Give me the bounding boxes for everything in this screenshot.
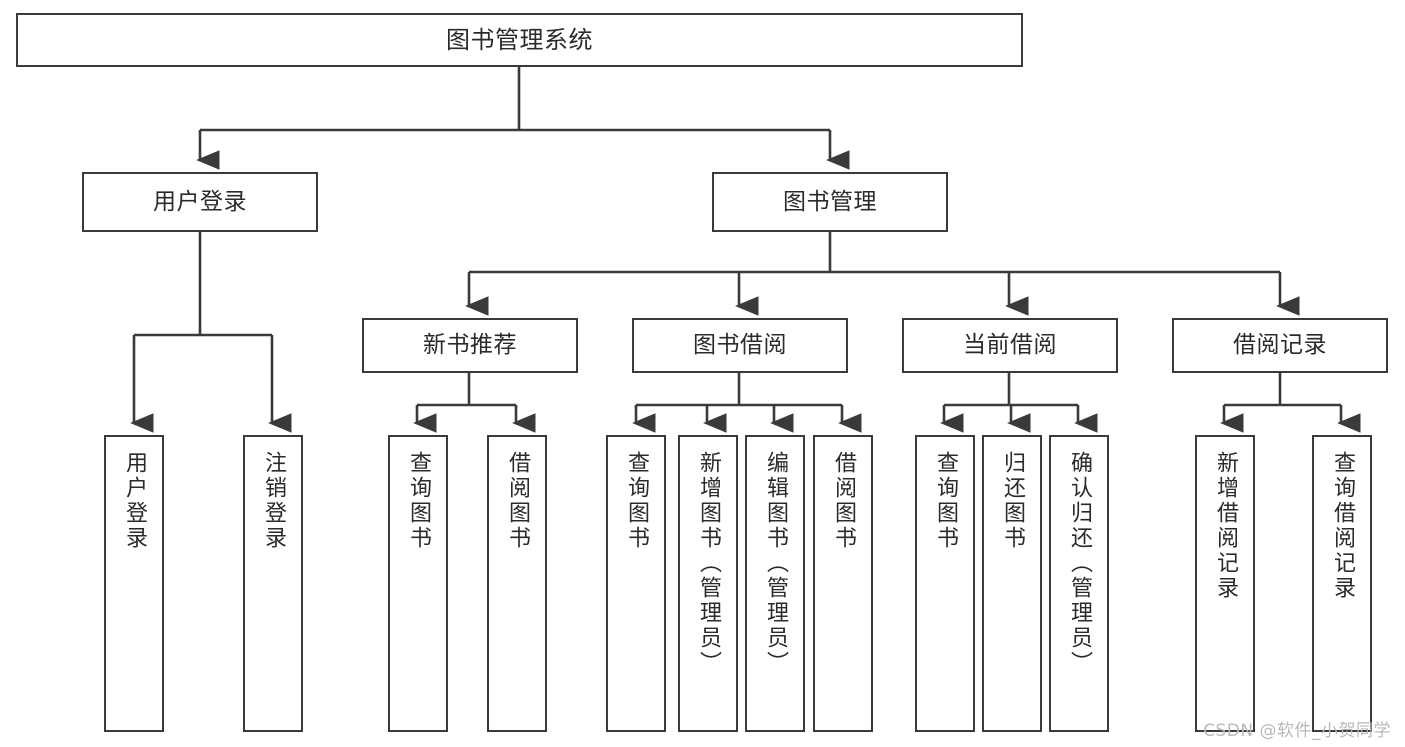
node-leaf-add-record[interactable]: 新增借阅记录 (1195, 435, 1255, 732)
node-leaf-borrow-book-1[interactable]: 借阅图书 (487, 435, 547, 732)
node-borrow-record-label: 借阅记录 (1233, 332, 1327, 359)
watermark-text: CSDN @软件_小贺同学 (1203, 721, 1391, 741)
node-new-book-recommend[interactable]: 新书推荐 (362, 318, 578, 373)
node-root-label: 图书管理系统 (446, 26, 593, 54)
node-leaf-return-book[interactable]: 归还图书 (982, 435, 1042, 732)
node-leaf-add-book[interactable]: 新增图书（管理员） (678, 435, 738, 732)
node-user-login[interactable]: 用户登录 (82, 172, 318, 232)
node-leaf-add-record-label: 新增借阅记录 (1213, 451, 1238, 601)
node-current-borrow[interactable]: 当前借阅 (902, 318, 1118, 373)
node-root[interactable]: 图书管理系统 (16, 13, 1023, 67)
node-leaf-query-book-1-label: 查询图书 (406, 451, 431, 551)
node-leaf-logout-label: 注销登录 (261, 451, 286, 551)
node-leaf-edit-book[interactable]: 编辑图书（管理员） (745, 435, 805, 732)
node-borrow-record[interactable]: 借阅记录 (1172, 318, 1388, 373)
node-book-manage[interactable]: 图书管理 (712, 172, 948, 232)
node-leaf-query-record[interactable]: 查询借阅记录 (1312, 435, 1372, 732)
node-new-book-recommend-label: 新书推荐 (423, 332, 517, 359)
node-leaf-confirm-return[interactable]: 确认归还（管理员） (1049, 435, 1109, 732)
node-book-borrow-label: 图书借阅 (693, 332, 787, 359)
node-leaf-borrow-book-2[interactable]: 借阅图书 (813, 435, 873, 732)
node-book-borrow[interactable]: 图书借阅 (632, 318, 848, 373)
node-leaf-user-login-label: 用户登录 (122, 451, 147, 551)
node-leaf-return-book-label: 归还图书 (1000, 451, 1025, 551)
node-leaf-confirm-return-label: 确认归还（管理员） (1067, 451, 1092, 676)
node-leaf-query-book-2[interactable]: 查询图书 (606, 435, 666, 732)
node-leaf-edit-book-label: 编辑图书（管理员） (763, 451, 788, 676)
node-leaf-add-book-label: 新增图书（管理员） (696, 451, 721, 676)
node-book-manage-label: 图书管理 (783, 188, 877, 215)
node-leaf-user-login[interactable]: 用户登录 (104, 435, 164, 732)
node-current-borrow-label: 当前借阅 (963, 332, 1057, 359)
node-leaf-query-record-label: 查询借阅记录 (1330, 451, 1355, 601)
node-leaf-query-book-2-label: 查询图书 (624, 451, 649, 551)
node-leaf-logout[interactable]: 注销登录 (243, 435, 303, 732)
node-leaf-query-book-1[interactable]: 查询图书 (388, 435, 448, 732)
node-leaf-query-book-3[interactable]: 查询图书 (915, 435, 975, 732)
node-leaf-borrow-book-1-label: 借阅图书 (505, 451, 530, 551)
node-leaf-borrow-book-2-label: 借阅图书 (831, 451, 856, 551)
node-leaf-query-book-3-label: 查询图书 (933, 451, 958, 551)
node-user-login-label: 用户登录 (153, 188, 247, 215)
